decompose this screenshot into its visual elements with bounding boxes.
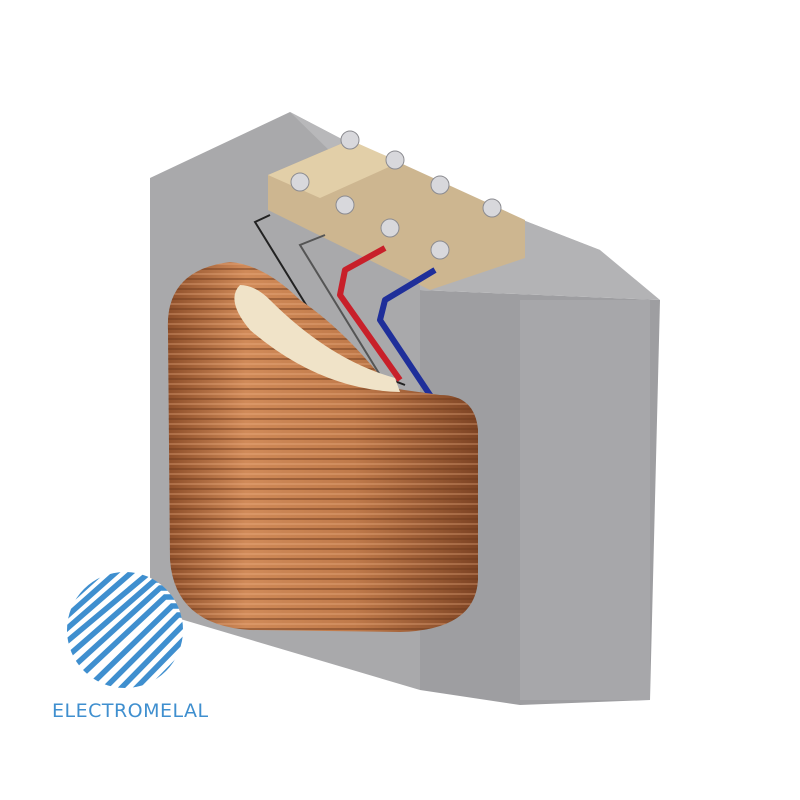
gray-wire [298,234,381,376]
brand-name: ELECTROMELAL [52,700,209,722]
copper-coil [167,262,478,632]
red-wire [337,245,403,382]
terminal-block [268,130,525,290]
